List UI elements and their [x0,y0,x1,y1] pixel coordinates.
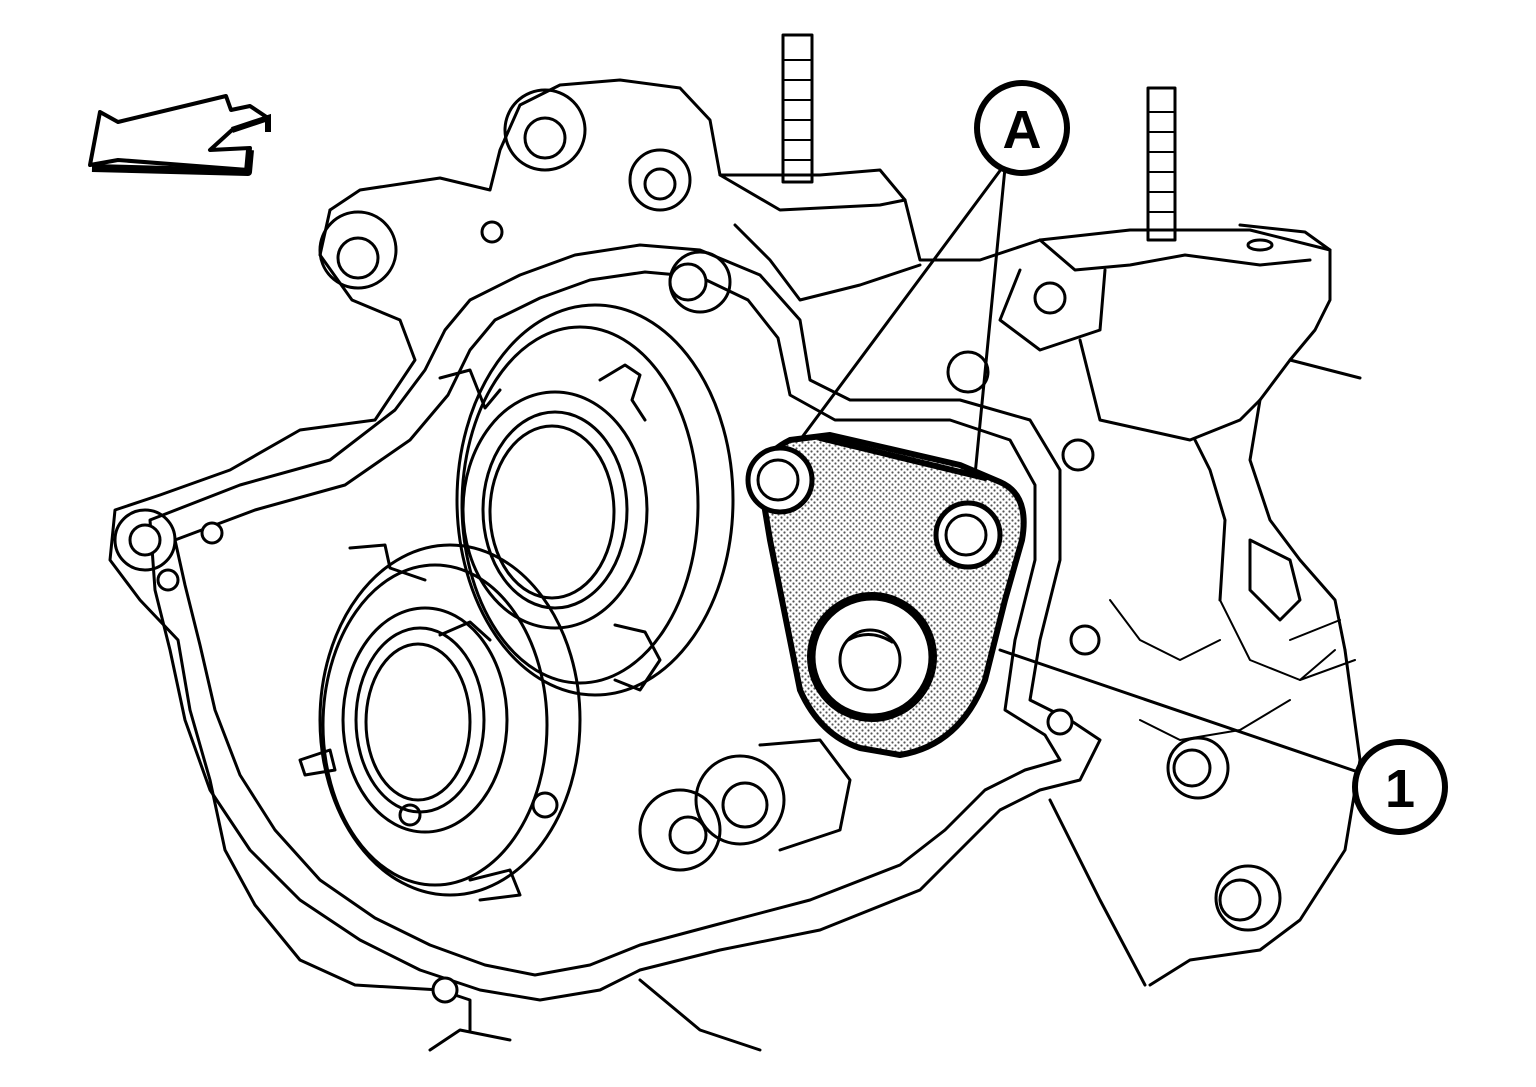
upper-bearing-retainer [438,303,735,697]
cylinder-head-area [718,173,1356,741]
bolt-a-left [745,445,815,515]
lower-bearing-retainer [298,543,582,902]
bolt-a-right [933,500,1003,570]
callout-a: A [798,80,1070,477]
block-bolts [638,250,1282,932]
front-direction-arrow-icon [88,94,271,176]
callout-1-label: 1 [1385,759,1415,819]
callout-a-label: A [1003,100,1042,160]
flange-bolt-bosses [113,88,1101,1004]
engine-block-outline [108,78,1362,1052]
callout-1: 1 [998,648,1448,835]
cylinder-studs [781,33,1177,242]
